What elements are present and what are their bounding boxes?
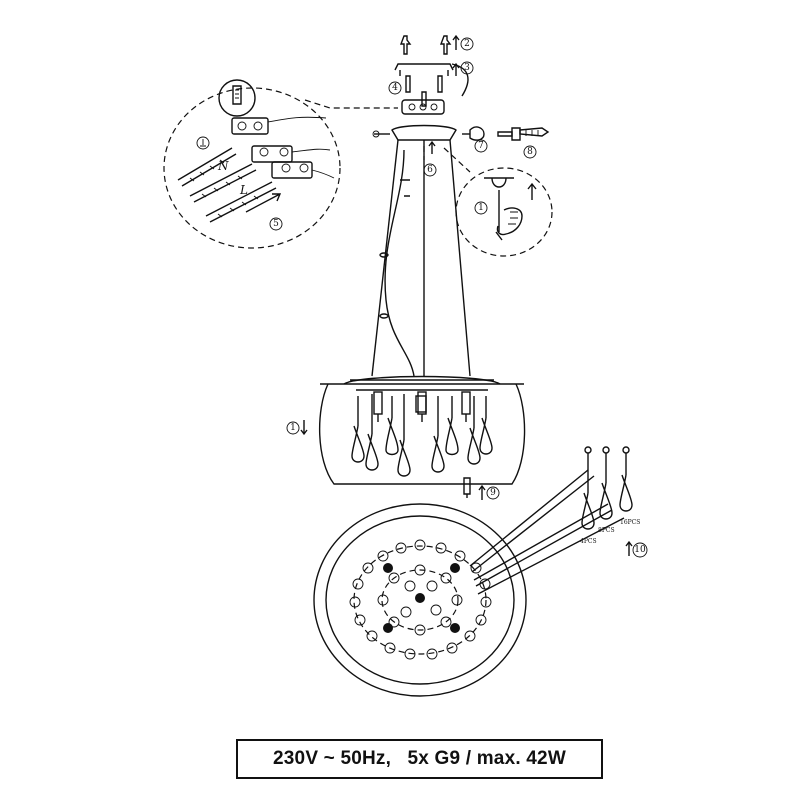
step-9-marker: 9 [486,486,500,500]
crystal-count-8: 8PCS [598,527,615,534]
svg-text:8: 8 [527,147,533,157]
canopy-detail [443,147,553,257]
step-6-marker: 6 [423,163,437,177]
up-arrow-icon [478,484,486,500]
svg-text:3: 3 [464,63,470,73]
canopy-nut [462,126,485,141]
svg-text:2: 2 [464,39,470,49]
step-10-marker: 10 [632,542,648,558]
step-4-marker: 4 [388,81,402,95]
crystal-drop-types [581,446,633,530]
suspension-cables [371,139,471,377]
step-8-marker: 8 [523,145,537,159]
bottom-crystals [349,539,492,660]
bracket-screws [405,75,443,107]
crystal-count-4: 4PCS [580,538,597,545]
crystal-count-16: 16PCS [620,519,640,526]
step-1-marker: 1 [286,421,300,435]
canopy [372,124,457,141]
crystal-leader-lines [469,469,625,595]
up-arrow-icon [428,140,436,154]
screwdriver-icon [497,127,550,141]
svg-text:7: 7 [478,141,484,151]
svg-text:5: 5 [273,219,279,229]
neutral-label: N [217,159,229,173]
svg-text:9: 9 [490,488,496,498]
ceiling-screws [399,34,460,55]
spec-text: 230V ~ 50Hz, 5x G9 / max. 42W [273,748,566,769]
down-arrow-icon [300,420,308,436]
step-7-marker: 7 [474,139,488,153]
up-arrow-icon [452,62,460,76]
svg-text:10: 10 [634,545,646,555]
svg-text:1: 1 [290,423,296,433]
bulb-holders [373,391,471,422]
spec-box: 230V ~ 50Hz, 5x G9 / max. 42W [236,739,603,779]
bottom-view [313,503,527,697]
side-crystal-drops [351,394,493,477]
svg-text:6: 6 [427,165,433,175]
step-1-detail-marker: 1 [474,201,488,215]
g9-bulb [463,477,471,498]
terminal-block [401,99,445,115]
step-3-marker: 3 [460,61,474,75]
step-2-marker: 2 [460,37,474,51]
step-5-marker: 5 [269,217,283,231]
live-label: L [239,183,248,197]
svg-text:1: 1 [478,203,484,213]
lamp-body [318,375,526,485]
up-arrow-icon [625,540,633,556]
svg-text:4: 4 [392,83,398,93]
wiring-detail [163,79,398,249]
